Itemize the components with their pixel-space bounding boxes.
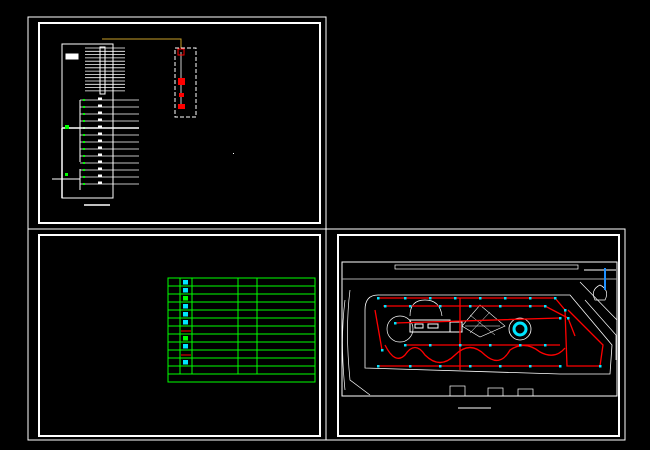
luminaire-icon	[529, 305, 532, 308]
breaker-icon	[98, 139, 102, 142]
luminaire-icon	[404, 344, 407, 347]
cable-green-icon	[183, 336, 188, 341]
luminaire-icon	[519, 344, 522, 347]
luminaire-icon	[439, 305, 442, 308]
feeder-line	[102, 38, 182, 48]
breaker-icon	[98, 97, 102, 100]
transformer-icon	[178, 104, 185, 109]
node-icon	[83, 99, 85, 101]
node-icon	[83, 162, 85, 164]
breaker-icon	[98, 118, 102, 121]
node-icon	[83, 134, 85, 136]
luminaire-icon	[377, 297, 380, 300]
breaker-icon	[98, 132, 102, 135]
luminaire-icon	[499, 305, 502, 308]
luminaire-icon	[394, 322, 397, 325]
luminaire-icon	[544, 344, 547, 347]
luminaire-icon	[504, 297, 507, 300]
fountain-icon	[512, 321, 528, 337]
luminaire-icon	[439, 365, 442, 368]
node-icon	[83, 148, 85, 150]
luminaire-icon	[554, 297, 557, 300]
luminaire-icon	[567, 317, 570, 320]
node-icon	[83, 141, 85, 143]
node-icon	[83, 113, 85, 115]
system-diagram[interactable]	[52, 38, 234, 206]
luminaire-icon	[404, 297, 407, 300]
legend-table[interactable]	[167, 277, 316, 383]
breaker-icon	[98, 167, 102, 170]
luminaire-icon	[469, 365, 472, 368]
luminaire-icon	[489, 344, 492, 347]
node-icon	[83, 155, 85, 157]
breaker-icon	[98, 181, 102, 184]
luminaire-icon	[564, 309, 567, 312]
luminaire-icon	[384, 305, 387, 308]
luminaire-icon	[429, 344, 432, 347]
node-icon	[83, 120, 85, 122]
underwater-lamp-icon	[183, 320, 188, 325]
breaker-icon	[98, 146, 102, 149]
square-lamp-icon	[183, 288, 188, 293]
node-icon	[83, 169, 85, 171]
box-icon	[183, 344, 188, 349]
node-icon	[83, 183, 85, 185]
luminaire-icon	[479, 297, 482, 300]
luminaire-icon	[469, 305, 472, 308]
lamp-icon	[183, 280, 188, 285]
wall-lamp-icon	[183, 304, 188, 309]
luminaire-icon	[529, 365, 532, 368]
breaker-icon	[177, 48, 185, 56]
luminaire-icon	[409, 365, 412, 368]
node-icon	[83, 176, 85, 178]
breaker-icon	[98, 160, 102, 163]
breaker-icon	[98, 104, 102, 107]
luminaire-icon	[529, 297, 532, 300]
luminaire-icon	[459, 344, 462, 347]
breaker-icon	[98, 125, 102, 128]
luminaire-icon	[499, 365, 502, 368]
ground-lamp-icon	[183, 296, 188, 301]
cable-routes	[374, 297, 604, 370]
luminaire-icon	[559, 365, 562, 368]
meter-icon	[178, 78, 185, 85]
breaker-icon	[98, 153, 102, 156]
panel-icon	[183, 360, 188, 365]
luminaire-icon	[599, 365, 602, 368]
luminaire-icon	[429, 297, 432, 300]
luminaire-icon	[381, 349, 384, 352]
luminaire-icon	[454, 297, 457, 300]
node-icon	[83, 106, 85, 108]
site-plan[interactable]	[341, 261, 618, 409]
breaker-icon	[98, 111, 102, 114]
flood-lamp-icon	[183, 312, 188, 317]
green-node-icon	[65, 125, 69, 129]
luminaire-icon	[377, 365, 380, 368]
luminaire-icon	[559, 317, 562, 320]
luminaire-icon	[409, 305, 412, 308]
luminaire-icon	[544, 305, 547, 308]
breaker-icon	[98, 174, 102, 177]
cabinet-box	[174, 47, 197, 118]
title-label-block	[65, 53, 79, 60]
sheet-frames	[27, 16, 626, 441]
